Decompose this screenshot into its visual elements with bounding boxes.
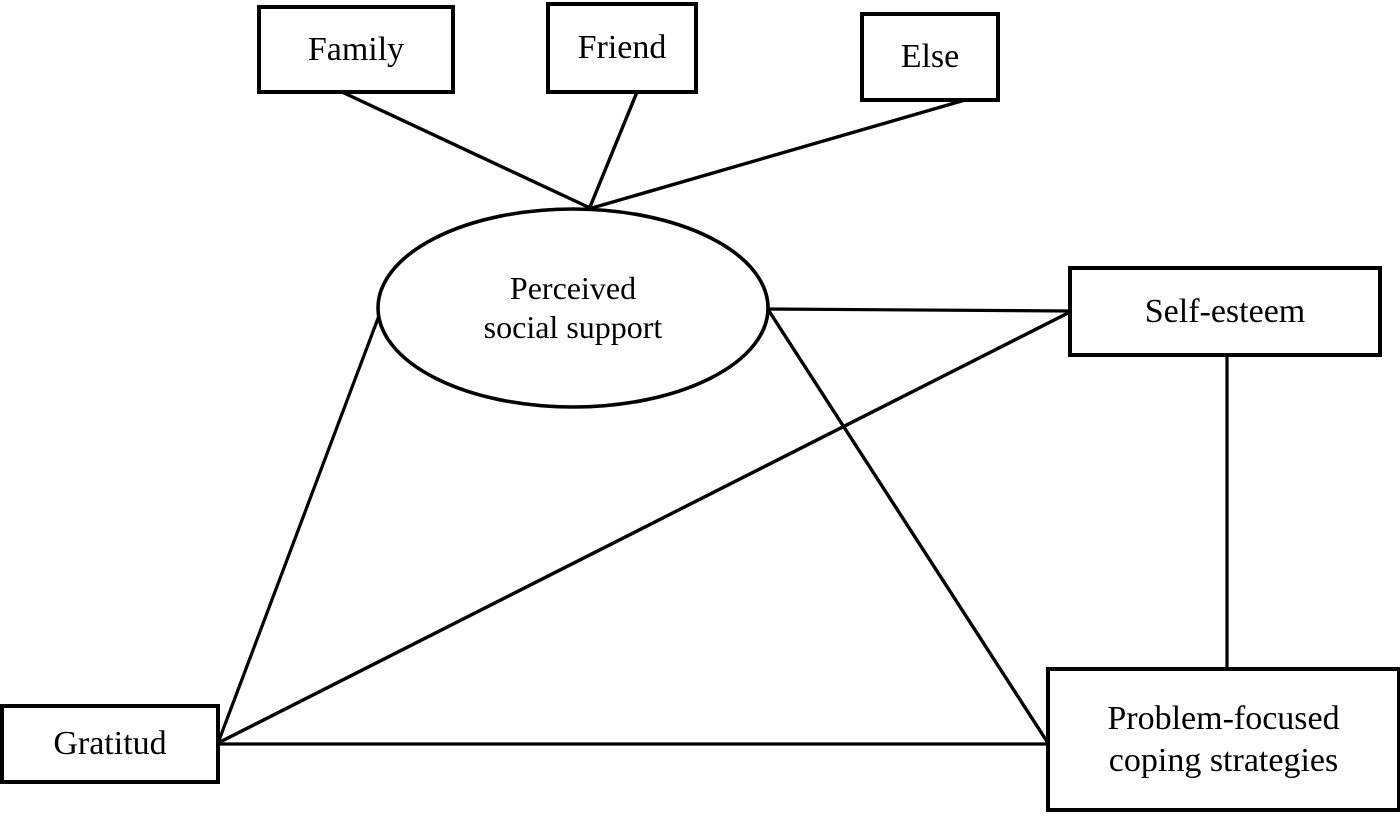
edge-support-to-gratitud — [216, 311, 382, 745]
node-shape-problem-focused-coping-strategies[interactable] — [1046, 667, 1400, 812]
edge-else-to-support — [590, 98, 967, 210]
node-shape-family[interactable] — [257, 5, 455, 94]
edge-family-to-support — [340, 90, 590, 209]
node-shape-self-esteem[interactable] — [1068, 266, 1382, 357]
edge-friend-to-support — [588, 90, 639, 209]
node-shape-else[interactable] — [860, 12, 1000, 102]
node-shape-friend[interactable] — [546, 2, 698, 94]
edge-support-to-coping — [767, 309, 1050, 745]
edge-support-to-self-esteem — [764, 307, 1072, 313]
edge-gratitud-to-self-esteem — [216, 310, 1072, 745]
node-shape-perceived-social-support[interactable] — [376, 207, 770, 409]
edge-group — [216, 90, 1229, 746]
node-shape-gratitud[interactable] — [0, 704, 220, 784]
